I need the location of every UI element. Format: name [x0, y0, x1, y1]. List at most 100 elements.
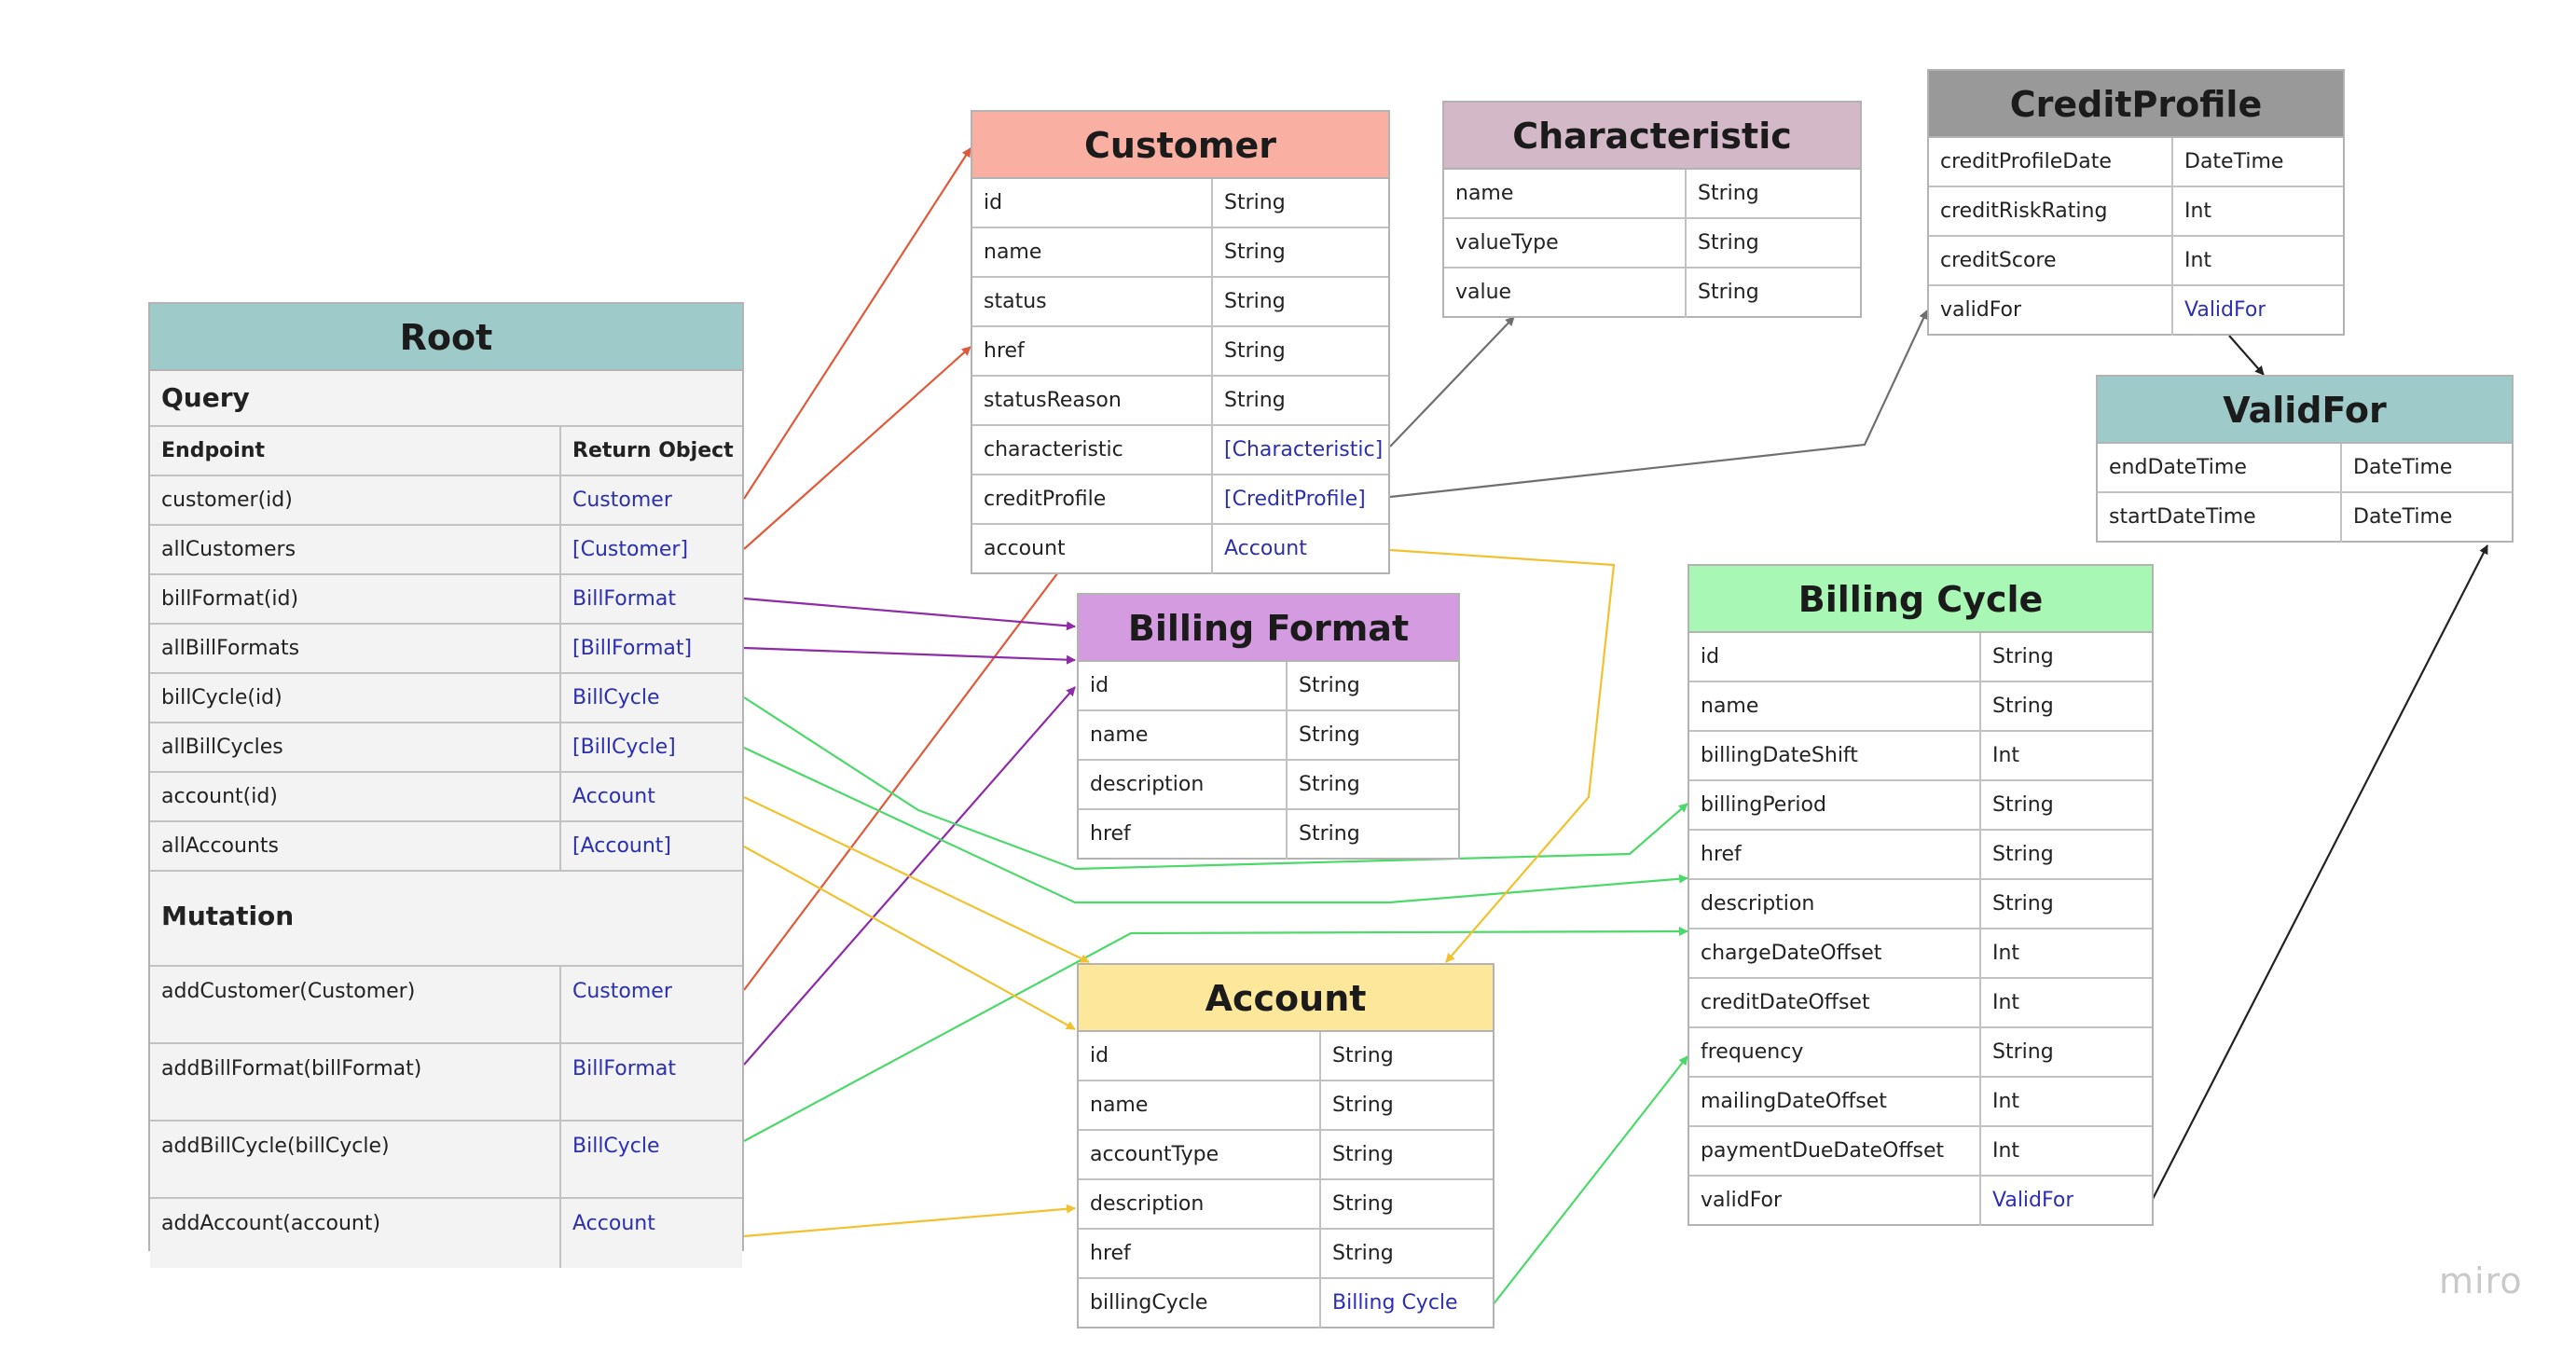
- field-name: characteristic: [972, 426, 1213, 474]
- field-type: String: [1992, 645, 2054, 668]
- field-name: href: [1079, 1230, 1321, 1277]
- account-title: Account: [1079, 965, 1493, 1032]
- query-row-bill-cycle-id: billCycle(id) BillCycle: [150, 674, 742, 723]
- field-name: endDateTime: [2098, 444, 2342, 491]
- endpoint-name: allBillFormats: [150, 625, 561, 672]
- field-name: id: [1689, 633, 1981, 681]
- field-row-name: name String: [1079, 711, 1458, 761]
- characteristic-title: Characteristic: [1444, 103, 1860, 170]
- field-type: String: [1992, 695, 2054, 718]
- field-name: name: [1079, 1081, 1321, 1129]
- return-object-link[interactable]: Customer: [572, 489, 672, 512]
- return-object-link[interactable]: [Customer]: [572, 538, 689, 561]
- endpoint-header: Endpoint: [150, 427, 561, 475]
- endpoint-name: billCycle(id): [150, 674, 561, 722]
- field-type: String: [1992, 843, 2054, 866]
- return-object-link[interactable]: Account: [572, 1212, 655, 1235]
- field-type: Int: [2184, 249, 2212, 272]
- field-type: String: [1332, 1143, 1394, 1166]
- mutation-row-add-bill-format-bill-format: addBillFormat(billFormat) BillFormat: [150, 1044, 742, 1122]
- field-name: name: [1079, 711, 1288, 759]
- field-type: String: [1992, 892, 2054, 915]
- return-object-link[interactable]: Account: [572, 785, 655, 808]
- return-object-link[interactable]: [BillCycle]: [572, 736, 676, 759]
- endpoint-name: addAccount(account): [150, 1199, 561, 1268]
- field-row-characteristic: characteristic [Characteristic]: [972, 426, 1388, 475]
- field-name: valueType: [1444, 219, 1687, 267]
- field-name: chargeDateOffset: [1689, 929, 1981, 977]
- field-type: Int: [1992, 1090, 2020, 1113]
- field-name: name: [1689, 682, 1981, 730]
- arrow-add-account-to-account: [743, 1204, 1076, 1238]
- return-object-link[interactable]: [Account]: [572, 834, 671, 858]
- miro-watermark: miro: [2439, 1260, 2523, 1301]
- endpoint-name: addBillFormat(billFormat): [150, 1044, 561, 1120]
- field-type: String: [1698, 182, 1759, 205]
- field-type-link[interactable]: Account: [1224, 537, 1307, 560]
- arrow-account-billing-cycle-to-billing-cycle: [1492, 1055, 1688, 1306]
- return-object-link[interactable]: BillFormat: [572, 587, 676, 611]
- field-type-link[interactable]: ValidFor: [1992, 1189, 2074, 1212]
- field-name: status: [972, 278, 1213, 325]
- query-row-all-customers: allCustomers[Customer]: [150, 526, 742, 575]
- endpoint-name: account(id): [150, 773, 561, 820]
- field-type-link[interactable]: [CreditProfile]: [1224, 488, 1366, 511]
- field-type: Int: [1992, 1139, 2020, 1163]
- return-object-link[interactable]: BillFormat: [572, 1057, 676, 1081]
- mutation-row-add-account-account: addAccount(account) Account: [150, 1199, 742, 1268]
- field-type-link[interactable]: [Characteristic]: [1224, 438, 1384, 461]
- endpoint-name: billFormat(id): [150, 575, 561, 623]
- return-object-link[interactable]: Customer: [572, 980, 672, 1003]
- field-type-link[interactable]: ValidFor: [2184, 298, 2266, 322]
- field-name: creditScore: [1929, 237, 2173, 284]
- field-type: DateTime: [2353, 505, 2453, 529]
- field-name: id: [1079, 662, 1288, 709]
- mutation-row-add-customer-customer: addCustomer(Customer) Customer: [150, 967, 742, 1044]
- field-type-link[interactable]: Billing Cycle: [1332, 1291, 1458, 1315]
- endpoint-name: addCustomer(Customer): [150, 967, 561, 1042]
- endpoint-name: allAccounts: [150, 822, 561, 870]
- field-type: String: [1299, 723, 1360, 747]
- field-name: billingCycle: [1079, 1279, 1321, 1328]
- return-object-link[interactable]: BillCycle: [572, 686, 660, 709]
- field-name: billingPeriod: [1689, 781, 1981, 829]
- field-type: Int: [1992, 744, 2020, 767]
- billing-cycle-title: Billing Cycle: [1689, 566, 2152, 633]
- return-object-link[interactable]: BillCycle: [572, 1135, 660, 1158]
- field-name: value: [1444, 268, 1687, 318]
- arrow-all-bill-formats-to-billing-format: [743, 646, 1076, 665]
- field-name: creditRiskRating: [1929, 187, 2173, 235]
- return-object-link[interactable]: [BillFormat]: [572, 637, 693, 660]
- root-title: Root: [150, 304, 742, 371]
- credit-profile-title: CreditProfile: [1929, 71, 2343, 138]
- field-type: String: [1224, 389, 1286, 412]
- field-type: String: [1224, 339, 1286, 363]
- field-name: creditProfileDate: [1929, 138, 2173, 186]
- arrow-customer-characteristic-to-characteristic: [1389, 316, 1515, 447]
- billing-format-title: Billing Format: [1079, 595, 1458, 662]
- root-entity: Root Query Endpoint Return Object custom…: [148, 302, 744, 1268]
